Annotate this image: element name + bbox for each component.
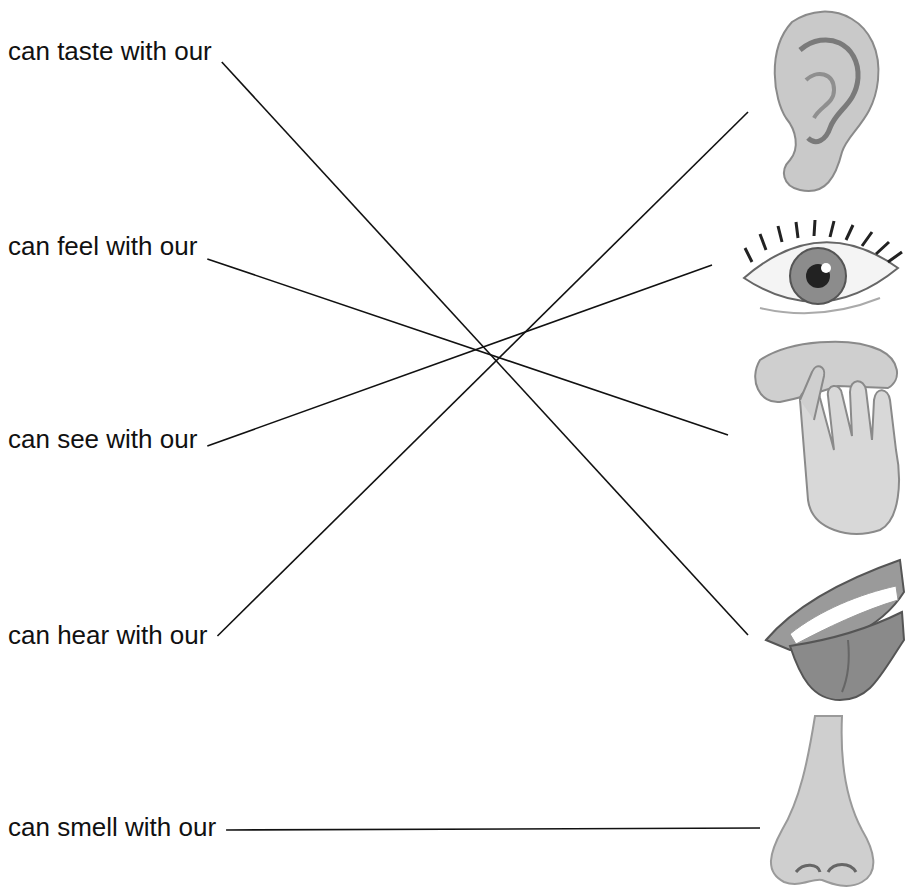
tongue-picture (766, 560, 904, 700)
matching-line (207, 265, 712, 446)
sentence-label: can hear with our (8, 620, 207, 651)
hands-picture (755, 342, 899, 534)
nose-picture (771, 716, 873, 886)
sentence-label: can smell with our (8, 812, 216, 843)
matching-line (207, 259, 728, 435)
sentence-label: can taste with our (8, 36, 212, 67)
eye-picture (744, 220, 902, 313)
matching-line (217, 112, 748, 636)
matching-line (222, 62, 748, 635)
sentence-label: can feel with our (8, 231, 197, 262)
ear-picture (775, 12, 879, 191)
matching-line (226, 828, 760, 830)
sentence-label: can see with our (8, 424, 197, 455)
